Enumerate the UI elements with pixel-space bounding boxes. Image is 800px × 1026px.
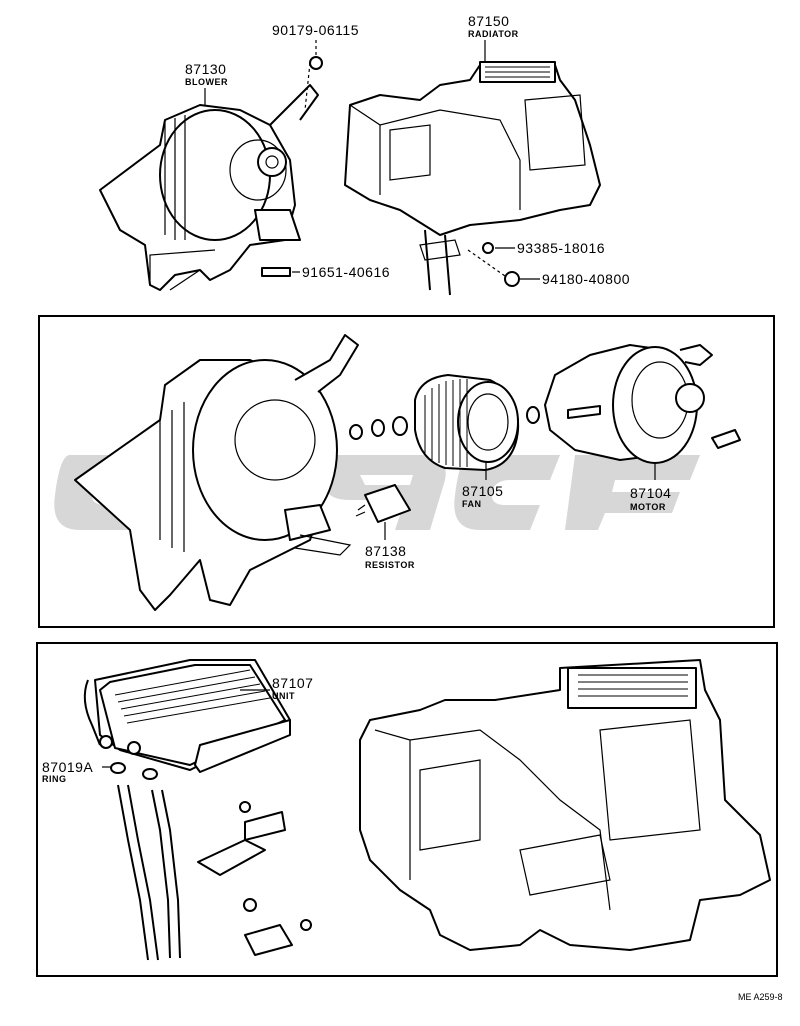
radiator-detail-frame — [36, 642, 778, 977]
bracket-parts-bottom — [197, 801, 312, 956]
blower-name: BLOWER — [185, 77, 228, 87]
radiator-number: 87150 — [468, 13, 509, 29]
blower-case-detail — [74, 334, 359, 611]
motor-number: 87104 — [630, 485, 671, 501]
label-unit: 87107 UNIT — [240, 675, 313, 701]
label-ring: 87019A RING — [42, 759, 112, 784]
radiator-housing-bottom — [359, 659, 771, 951]
blower-motor — [544, 344, 741, 464]
resistor-number: 87138 — [365, 543, 406, 559]
fan-wheel — [414, 374, 520, 471]
fan-number: 87105 — [462, 483, 503, 499]
nut-90179-number: 90179-06115 — [272, 22, 359, 38]
screw-93385-number: 93385-18016 — [517, 240, 605, 256]
washers-middle — [349, 406, 540, 440]
radiator-housing-top — [344, 61, 601, 296]
blower-detail-frame — [38, 315, 775, 628]
blower-number: 87130 — [185, 61, 226, 77]
ring-number: 87019A — [42, 759, 93, 775]
fasteners-top — [261, 40, 520, 287]
label-nut-94180: 94180-40800 — [520, 271, 630, 287]
motor-name: MOTOR — [630, 502, 666, 512]
diagram-code: ME A259-8 — [738, 992, 783, 1002]
label-fan: 87105 FAN — [462, 462, 503, 509]
label-screw-93385: 93385-18016 — [495, 240, 605, 256]
resistor-part — [355, 484, 411, 523]
label-blower: 87130 BLOWER — [185, 61, 228, 105]
blower-assembly-top — [99, 84, 319, 291]
label-radiator: 87150 RADIATOR — [468, 13, 519, 62]
rings-and-pipes — [110, 762, 181, 961]
label-resistor: 87138 RESISTOR — [365, 522, 415, 570]
label-nut-90179: 90179-06115 — [272, 22, 359, 38]
label-bolt-91651: 91651-40616 — [292, 264, 390, 280]
radiator-name: RADIATOR — [468, 29, 519, 39]
bolt-91651-number: 91651-40616 — [302, 264, 390, 280]
nut-94180-number: 94180-40800 — [542, 271, 630, 287]
label-motor: 87104 MOTOR — [630, 462, 671, 512]
fan-name: FAN — [462, 499, 482, 509]
unit-number: 87107 — [272, 675, 313, 691]
unit-name: UNIT — [272, 691, 295, 701]
heater-core-unit — [83, 659, 291, 773]
ring-name: RING — [42, 774, 67, 784]
resistor-name: RESISTOR — [365, 560, 415, 570]
